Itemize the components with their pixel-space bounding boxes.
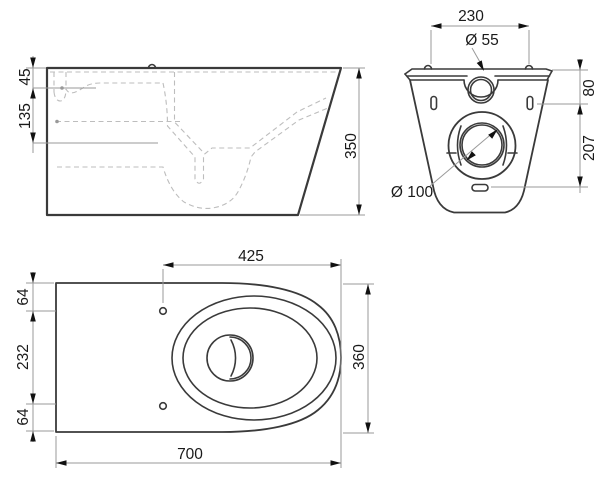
side-view: 45 135 350 <box>17 56 365 217</box>
dim-80-label: 80 <box>581 79 598 97</box>
plan-view: 425 64 232 64 360 <box>15 248 374 468</box>
dim-350-label: 350 <box>343 133 360 159</box>
rear-dim-chain-80-207: 80 207 <box>491 59 598 193</box>
leader-dot <box>60 86 64 90</box>
bowl-rim-inner <box>182 307 318 409</box>
dim-diameter-100-label: Ø 100 <box>391 184 434 201</box>
fixing-bump-left <box>423 64 433 70</box>
dim-360-label: 360 <box>351 344 368 370</box>
dim-425-label: 425 <box>238 248 264 265</box>
plan-dim-425: 425 <box>162 248 341 303</box>
dim-64-bottom-label: 64 <box>15 408 32 426</box>
mounting-slot-right <box>526 95 534 111</box>
rear-dim-230: 230 <box>430 8 530 64</box>
flush-hole-notch <box>463 79 499 98</box>
side-dim-chain-45-135: 45 135 <box>17 56 158 153</box>
dim-45-label: 45 <box>17 68 34 85</box>
plan-dim-700: 700 <box>55 259 342 468</box>
rear-view: 230 Ø 55 80 207 Ø 100 <box>391 8 598 214</box>
seat-hole-top <box>158 306 168 316</box>
rear-view-rim <box>404 64 553 98</box>
dim-diameter-55-label: Ø 55 <box>465 32 499 49</box>
dim-207-label: 207 <box>581 135 598 161</box>
rear-view-body <box>409 79 549 214</box>
side-view-hidden-lines <box>50 71 337 210</box>
side-dim-350: 350 <box>300 67 365 216</box>
plan-dim-chain-64-232-64: 64 232 64 <box>15 272 56 442</box>
rear-dim-diameter-55: Ø 55 <box>465 32 499 71</box>
bottom-slot <box>471 183 489 192</box>
mounting-slot-left <box>430 95 438 111</box>
drain-well <box>206 334 254 382</box>
dim-232-label: 232 <box>15 344 32 370</box>
side-view-top-bump <box>147 63 157 69</box>
fixing-bump-right <box>524 64 534 70</box>
dim-135-label: 135 <box>17 103 34 129</box>
outlet-hole <box>446 111 518 180</box>
flush-inlet-hole <box>467 76 495 104</box>
dim-64-top-label: 64 <box>15 288 32 306</box>
leader-dot <box>55 119 59 124</box>
plan-dim-360: 360 <box>343 283 374 434</box>
seat-hole-bottom <box>158 401 168 411</box>
bowl-rim-outer <box>171 295 337 421</box>
rear-dim-diameter-100: Ø 100 <box>391 129 498 201</box>
dim-700-label: 700 <box>177 446 203 463</box>
side-view-outline <box>45 66 343 217</box>
dim-230-label: 230 <box>458 8 484 25</box>
